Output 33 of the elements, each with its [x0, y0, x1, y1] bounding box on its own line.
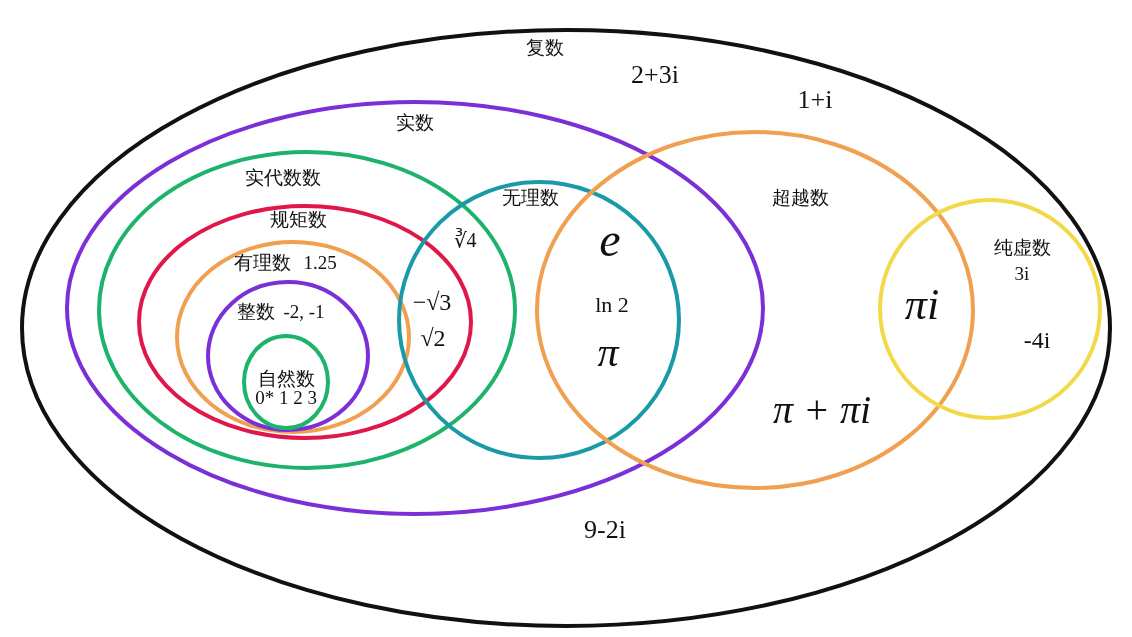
- set-name: 无理数: [501, 187, 559, 209]
- example-number: −√3: [412, 288, 452, 316]
- example-number: √2: [420, 324, 446, 352]
- set-ellipse: [175, 240, 411, 434]
- set-ellipse: [20, 28, 1112, 628]
- set-ellipse: [878, 198, 1102, 420]
- example-number: πi: [904, 280, 940, 330]
- set-ellipse: [206, 280, 370, 432]
- example-number: 1+i: [797, 85, 833, 115]
- set-name: 超越数: [771, 187, 829, 209]
- example-number: 1.25: [303, 252, 337, 274]
- example-number: π: [597, 328, 619, 376]
- set-name: 复数: [526, 37, 564, 59]
- example-number: 3i: [1014, 263, 1030, 285]
- set-ellipse: [242, 334, 330, 430]
- example-number: π + πi: [772, 388, 872, 432]
- example-number: 2+3i: [631, 60, 679, 90]
- example-number: 0* 1 2 3: [255, 387, 317, 409]
- example-number: ∛4: [453, 229, 477, 251]
- set-name: 整数: [237, 301, 275, 323]
- set-name: 纯虚数: [993, 237, 1051, 259]
- example-number: -4i: [1023, 326, 1051, 354]
- set-name: 有理数: [233, 252, 291, 274]
- set-name: 规矩数: [269, 209, 327, 231]
- set-name: 自然数: [257, 368, 315, 390]
- example-number: -2, -1: [283, 301, 325, 323]
- set-ellipse: [397, 180, 681, 460]
- set-name: 实数: [396, 112, 434, 134]
- example-number: 9-2i: [584, 515, 626, 545]
- example-number: e: [599, 213, 621, 267]
- example-number: ln 2: [595, 292, 629, 318]
- set-ellipse: [65, 100, 765, 516]
- set-name: 实代数数: [245, 167, 321, 189]
